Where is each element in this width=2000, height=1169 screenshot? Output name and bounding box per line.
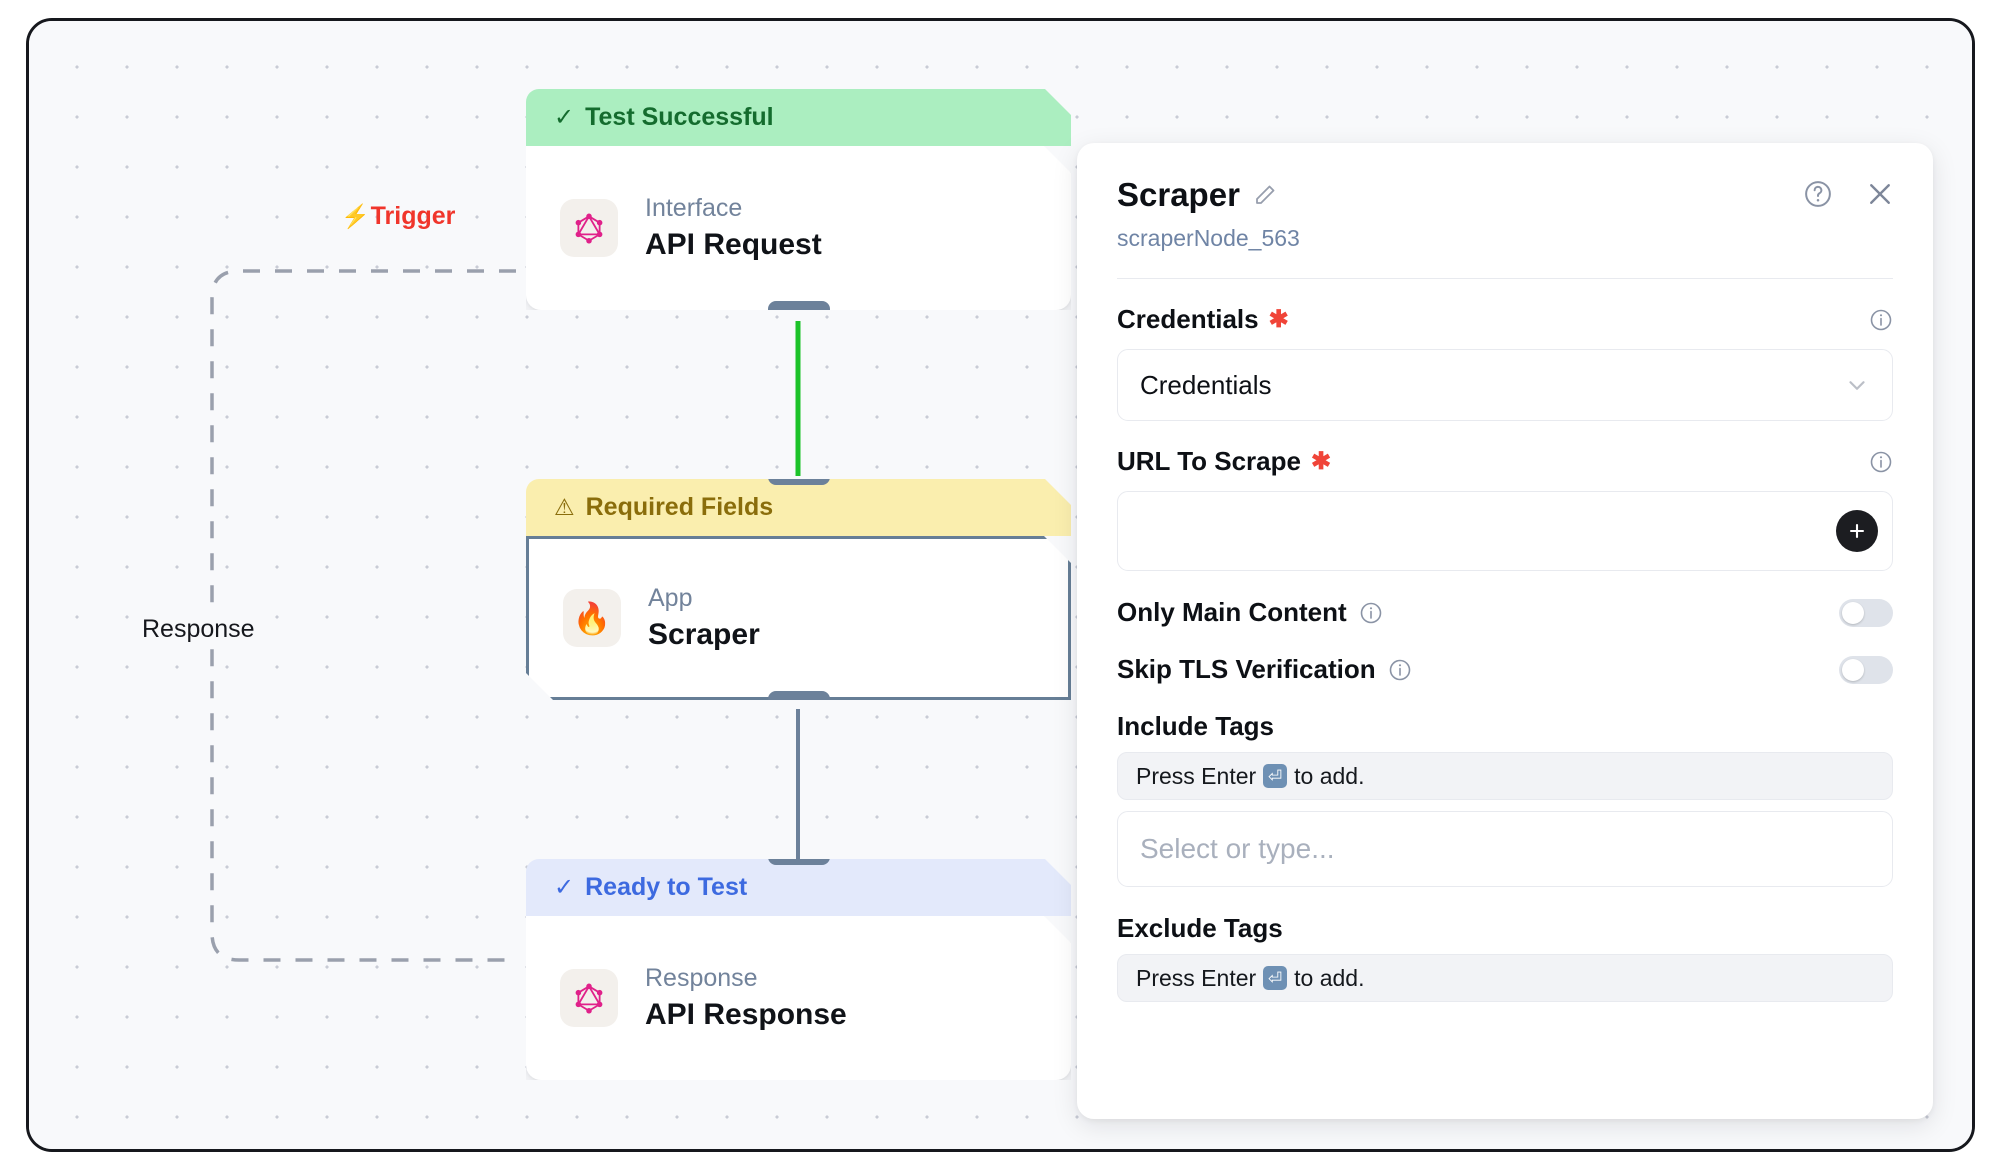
fire-emoji: 🔥 [572,600,612,636]
field-exclude-tags: Exclude Tags Press Enter ⏎ to add. [1117,913,1893,1002]
panel-title-row: Scraper [1117,176,1893,214]
fire-icon: 🔥 [563,589,621,647]
node-kind: App [648,584,693,612]
node-status-badge: ✓ Ready to Test [526,859,1071,916]
hint-text-after: to add. [1294,964,1365,991]
add-url-button[interactable] [1836,510,1878,552]
field-include-tags: Include Tags Press Enter ⏎ to add. Selec… [1117,711,1893,887]
page-title: Scraper [1117,176,1240,213]
node-status-badge: ⚠ Required Fields [526,479,1071,536]
include-tags-input[interactable]: Select or type... [1117,811,1893,887]
field-only-main-content: Only Main Content [1117,597,1893,628]
hint-text-before: Press Enter [1136,964,1257,991]
help-button[interactable] [1803,179,1833,209]
lightning-bolt-icon: ⚡ [341,203,370,229]
workflow-canvas[interactable]: ⚡ Trigger Response ✓ Test Successful [29,21,1972,1149]
field-label-row: URL To Scrape ✱ [1117,446,1893,477]
enter-key-icon: ⏎ [1263,966,1288,990]
field-label-row: Credentials ✱ [1117,304,1893,335]
node-title: API Response [645,998,847,1031]
toggle-knob [1842,601,1864,624]
node-status-label: Ready to Test [585,873,748,901]
chevron-down-icon [1849,381,1865,390]
node-kind: Response [645,964,758,992]
node-text: Interface API Request [645,194,822,262]
node-id-label: scraperNode_563 [1117,225,1300,251]
field-label: Include Tags [1117,711,1274,741]
connector-default[interactable] [796,709,800,879]
check-icon: ✓ [554,103,575,131]
pencil-icon[interactable] [1253,183,1277,207]
panel-body: Credentials ✱ Credentials [1077,304,1933,1002]
url-input[interactable] [1117,491,1893,571]
graphql-icon [560,969,618,1027]
info-icon[interactable] [1869,450,1893,474]
node-properties-panel: Scraper scraperNode_563 [1077,143,1933,1119]
credentials-value: Credentials [1140,369,1272,400]
hint-text-after: to add. [1294,762,1365,789]
node-output-handle[interactable] [768,301,830,318]
node-api-request[interactable]: ✓ Test Successful [526,89,1071,310]
node-card[interactable]: 🔥 App Scraper [526,536,1071,700]
node-card[interactable]: Interface API Request [526,146,1071,310]
info-icon[interactable] [1359,601,1383,625]
node-scraper[interactable]: ⚠ Required Fields 🔥 App Scraper [526,479,1071,700]
field-label: Only Main Content [1117,597,1347,627]
exclude-tags-hint: Press Enter ⏎ to add. [1117,954,1893,1002]
check-icon: ✓ [554,873,575,901]
graphql-icon [560,199,618,257]
node-title: Scraper [648,618,760,651]
field-label: Credentials [1117,304,1259,334]
field-label: Skip TLS Verification [1117,654,1376,684]
connector-success[interactable] [795,321,801,476]
panel-actions [1803,179,1895,209]
node-output-handle[interactable] [768,691,830,708]
node-title: API Request [645,228,822,261]
info-icon[interactable] [1869,308,1893,332]
plus-icon [1849,523,1865,539]
field-credentials: Credentials ✱ Credentials [1117,304,1893,421]
field-label: URL To Scrape [1117,446,1301,476]
required-asterisk: ✱ [1310,447,1332,475]
credentials-select[interactable]: Credentials [1117,349,1893,421]
node-kind: Interface [645,194,743,222]
node-status-label: Required Fields [585,493,774,521]
include-tags-placeholder: Select or type... [1140,833,1335,864]
warning-triangle-icon: ⚠ [554,494,575,520]
panel-header: Scraper scraperNode_563 [1077,143,1933,252]
only-main-content-toggle[interactable] [1839,598,1893,627]
trigger-label: ⚡ Trigger [341,202,455,231]
node-text: App Scraper [648,584,760,652]
field-url-to-scrape: URL To Scrape ✱ [1117,446,1893,571]
node-status-label: Test Successful [585,103,774,131]
hint-text-before: Press Enter [1136,762,1257,789]
node-text: Response API Response [645,964,847,1032]
node-status-badge: ✓ Test Successful [526,89,1071,146]
close-icon[interactable] [1865,179,1895,209]
info-icon[interactable] [1388,658,1412,682]
required-asterisk: ✱ [1268,305,1289,333]
skip-tls-verification-toggle[interactable] [1839,655,1893,684]
include-tags-hint: Press Enter ⏎ to add. [1117,752,1893,800]
question-circle-icon[interactable] [1803,179,1833,209]
enter-key-icon: ⏎ [1263,764,1288,788]
toggle-knob [1842,658,1864,681]
divider [1117,278,1893,279]
field-label: Exclude Tags [1117,913,1283,943]
workflow-builder-window: ⚡ Trigger Response ✓ Test Successful [26,18,1975,1152]
trigger-label-text: Trigger [370,202,456,230]
node-card[interactable]: Response API Response [526,916,1071,1080]
response-label: Response [134,613,263,646]
close-button[interactable] [1865,179,1895,209]
node-api-response[interactable]: ✓ Ready to Test [526,859,1071,1080]
field-skip-tls-verification: Skip TLS Verification [1117,654,1893,685]
